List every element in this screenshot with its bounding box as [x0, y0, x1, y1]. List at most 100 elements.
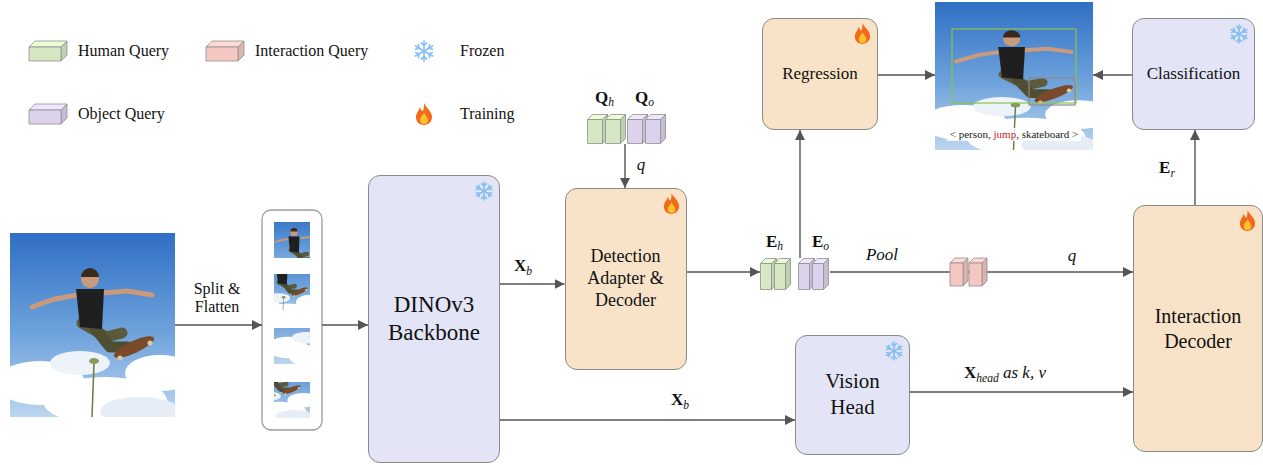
flow-arrow	[624, 144, 625, 188]
edge-label: Er	[1157, 159, 1177, 180]
box-title: Regression	[782, 64, 858, 85]
token-cube	[588, 115, 608, 144]
token-cube	[761, 259, 777, 290]
token-group	[577, 114, 673, 144]
flow-arrow	[799, 130, 800, 258]
edge-label: q	[1066, 247, 1079, 266]
input-photo	[0, 233, 195, 425]
text-run: E	[812, 232, 823, 251]
text-run: X	[964, 363, 976, 382]
status-icon	[1228, 23, 1250, 45]
box-title: DINOv3 Backbone	[379, 291, 489, 347]
edge-label: Xhead as k, v	[962, 364, 1048, 385]
process-box: Regression	[762, 18, 878, 130]
pooled-query-cubes	[950, 258, 987, 286]
token-cube	[628, 115, 648, 144]
status-icon	[883, 340, 905, 362]
object-bbox	[1029, 78, 1075, 105]
legend-item: Interaction Query	[205, 40, 368, 62]
text-run: q	[637, 155, 646, 174]
query-tokens: QhQo	[577, 114, 673, 144]
step-label: Split & Flatten	[186, 280, 248, 315]
training-icon	[1240, 210, 1255, 231]
edge-label: Xb	[669, 391, 691, 412]
legend-swatch	[205, 40, 245, 62]
text-run: jump	[994, 128, 1017, 140]
legend-item: Human Query	[28, 40, 169, 62]
token-cube	[799, 259, 815, 290]
token-cube	[950, 258, 968, 286]
legend-label: Human Query	[78, 41, 169, 61]
text-run: q	[1068, 246, 1077, 265]
legend-label: Object Query	[78, 104, 165, 124]
process-box: Classification	[1132, 18, 1255, 130]
box-title: Vision Head	[813, 369, 893, 420]
status-icon	[660, 193, 682, 215]
math-symbol: Eo	[812, 233, 829, 254]
edge-label: Xb	[512, 257, 534, 278]
text-run: h	[777, 240, 783, 253]
text-run: X	[671, 390, 683, 409]
text-run: Q	[635, 88, 648, 107]
flow-arrow	[175, 324, 262, 325]
output-photo: < person, jump, skateboard >	[935, 2, 1093, 150]
token-cube	[775, 259, 791, 290]
token-cube	[969, 258, 987, 286]
operation-label: Pool	[864, 246, 900, 265]
legend-swatch	[410, 40, 450, 62]
training-icon	[416, 103, 432, 125]
human-bbox	[952, 29, 1076, 103]
status-icon	[1236, 210, 1258, 232]
frozen-icon	[476, 182, 492, 200]
token-group	[760, 258, 830, 290]
flow-arrow	[910, 391, 1133, 392]
legend-label: Interaction Query	[255, 41, 368, 61]
box-title: Detection Adapter & Decoder	[576, 246, 676, 312]
legend-label: Frozen	[460, 41, 504, 61]
math-symbol: Eh	[766, 233, 783, 254]
token-cube	[646, 115, 666, 144]
legend-item: Frozen	[410, 40, 504, 62]
token-cube	[606, 115, 626, 144]
math-symbol: Qh	[595, 89, 614, 110]
embedding-tokens: EhEo	[760, 258, 830, 290]
box-title: Classification	[1147, 64, 1240, 85]
legend-label: Training	[460, 104, 515, 124]
status-icon	[851, 23, 873, 45]
text-run: o	[823, 240, 829, 253]
text-run: b	[683, 399, 689, 412]
text-run: < person,	[950, 128, 994, 140]
flow-arrow	[878, 74, 935, 75]
frozen-icon	[415, 41, 432, 61]
image-patch	[244, 246, 324, 323]
text-run: Q	[595, 88, 608, 107]
flow-arrow	[322, 324, 368, 325]
frozen-icon	[886, 342, 902, 360]
prediction-label: < person, jump, skateboard >	[947, 128, 1082, 141]
text-run: E	[1159, 158, 1170, 177]
box-title: Interaction Decoder	[1144, 304, 1252, 353]
process-box: Interaction Decoder	[1133, 205, 1263, 452]
process-box: Vision Head	[795, 335, 910, 455]
legend-item: Training	[410, 103, 515, 125]
text-run: X	[514, 256, 526, 275]
text-run: h	[608, 96, 614, 109]
text-run: b	[526, 265, 532, 278]
image-patch	[229, 344, 319, 422]
math-symbol: Qo	[635, 89, 654, 110]
text-run: head	[976, 372, 998, 385]
frozen-icon	[1231, 25, 1247, 43]
training-icon	[855, 23, 870, 44]
flow-arrow	[1194, 130, 1195, 205]
flow-arrow	[500, 419, 795, 420]
training-icon	[663, 193, 678, 214]
flow-arrow	[500, 283, 565, 284]
image-patch	[267, 274, 357, 367]
status-icon	[473, 180, 495, 202]
edge-label: q	[635, 156, 648, 175]
flow-arrow	[687, 271, 761, 272]
flow-arrow	[1093, 74, 1132, 75]
token-cube	[813, 259, 829, 290]
legend-swatch	[410, 103, 450, 125]
text-run: Pool	[866, 245, 898, 264]
